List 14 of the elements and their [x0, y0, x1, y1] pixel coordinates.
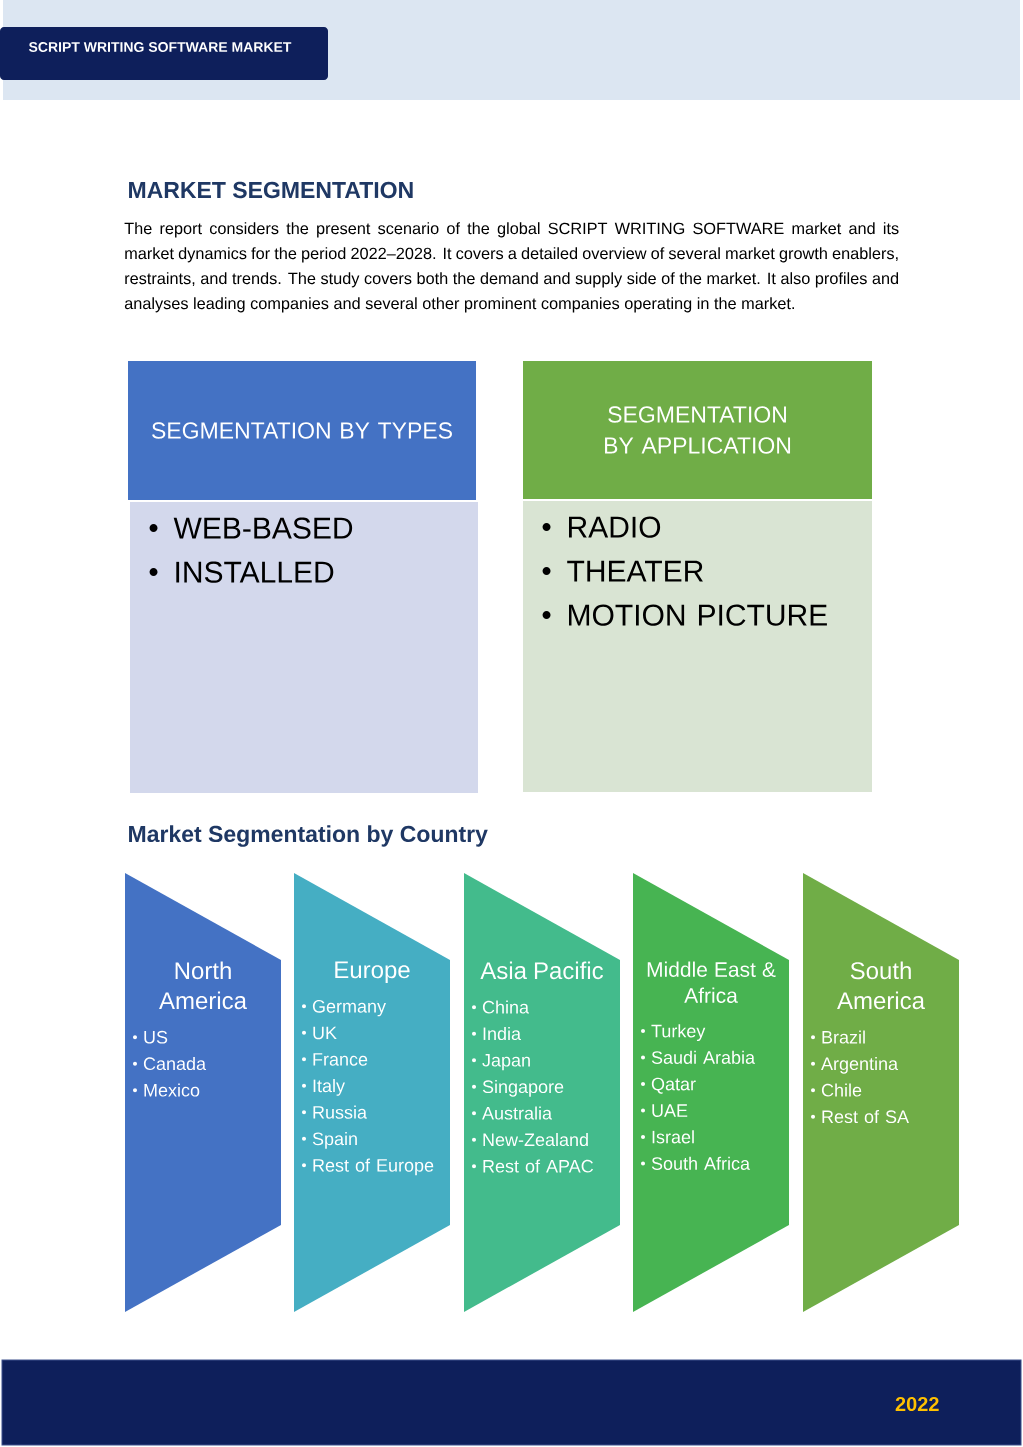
region-panel: South America Brazil Argentina Chile Rest of SA	[803, 873, 959, 1312]
section-heading: Market Segmentation by Country	[129, 825, 488, 847]
region-panel: Europe Germany UK France Italy Russia Spain Rest of Europe	[294, 873, 450, 1312]
region-panel: North America US Canada Mexico	[125, 873, 281, 1312]
section-heading: MARKET SEGMENTATION	[129, 181, 413, 199]
footer-bar: 2022	[1, 1359, 1022, 1446]
title-tab: SCRIPT WRITING SOFTWARE MARKET	[0, 27, 328, 80]
segment-header-box: SEGMENTATION BY TYPES	[128, 361, 476, 500]
intro-paragraph: The report considers the present scenario of the global SCRIPT WRITING SOFTWARE market and its market dynamics for the period 2022–2028. It covers a detailed overview of several market growth enablers, restraints, and trends. The study covers both the demand and supply side of the market. It also profiles and analyses leading companies and several other prominent companies operating in the market.	[124, 222, 899, 313]
region-panel: Middle East & Africa Turkey Saudi Arabia Qatar UAE Israel South Africa	[633, 873, 789, 1312]
region-panel: Asia Pacific China India Japan Singapore Australia New-Zealand Rest of APAC	[464, 873, 620, 1312]
segment-list-box: WEB-BASED INSTALLED	[130, 502, 478, 793]
segment-header-box: SEGMENTATION BY APPLICATION	[523, 361, 872, 499]
segment-list-box: RADIO THEATER MOTION PICTURE	[523, 501, 872, 792]
